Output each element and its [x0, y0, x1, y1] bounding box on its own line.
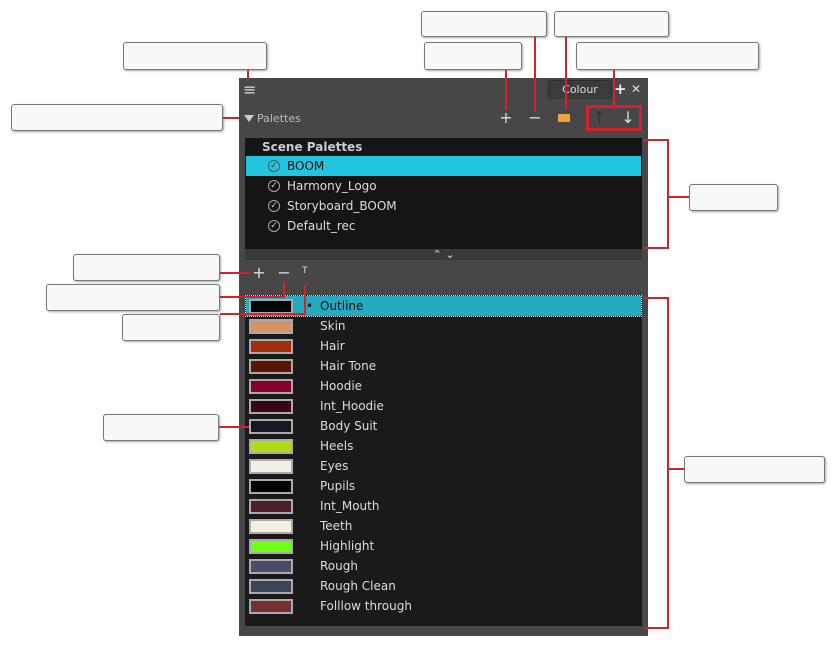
palette-name: Default_rec: [287, 219, 356, 233]
colour-name: Heels: [320, 439, 354, 453]
palette-name: Storyboard_BOOM: [287, 199, 397, 213]
colour-item[interactable]: Heels: [246, 436, 641, 456]
colour-item[interactable]: Teeth: [246, 516, 641, 536]
move-palette-down-button[interactable]: ↓: [621, 108, 635, 127]
palette-item[interactable]: ✓ Storyboard_BOOM: [246, 196, 641, 216]
callout-add-colour: [73, 254, 220, 281]
colour-swatch[interactable]: [249, 519, 293, 534]
colour-name: Hoodie: [320, 379, 363, 393]
chevron-down-icon[interactable]: ⌄: [445, 248, 455, 261]
colour-item[interactable]: Folllow through: [246, 596, 641, 616]
palette-name: BOOM: [287, 159, 325, 173]
colour-swatch[interactable]: [249, 399, 293, 414]
chevron-up-icon[interactable]: ⌃: [432, 248, 442, 261]
rename-colour-button[interactable]: T: [302, 266, 308, 276]
colour-name: Hair: [320, 339, 345, 353]
colour-swatch[interactable]: [249, 479, 293, 494]
triangle-down-icon: [244, 115, 254, 122]
callout-swatch: [103, 414, 219, 441]
check-icon[interactable]: ✓: [268, 200, 280, 212]
check-icon[interactable]: ✓: [268, 220, 280, 232]
callout-palettes-toggle: [11, 104, 223, 131]
add-view-icon[interactable]: +: [614, 80, 627, 98]
scene-palettes-header: Scene Palettes: [262, 140, 363, 154]
colour-item[interactable]: Rough Clean: [246, 576, 641, 596]
callout-colour-list: [684, 456, 825, 483]
add-colour-button[interactable]: +: [252, 263, 266, 282]
colour-name: Body Suit: [320, 419, 378, 433]
colour-item[interactable]: Int_Hoodie: [246, 396, 641, 416]
colour-name: Skin: [320, 319, 346, 333]
colour-swatch[interactable]: [249, 359, 293, 374]
colour-swatch[interactable]: [249, 539, 293, 554]
close-icon[interactable]: ✕: [631, 82, 642, 96]
colour-swatch[interactable]: [249, 299, 293, 314]
colour-item[interactable]: Body Suit: [246, 416, 641, 436]
colour-swatch[interactable]: [249, 459, 293, 474]
colour-swatch[interactable]: [249, 559, 293, 574]
colour-swatch[interactable]: [249, 439, 293, 454]
colour-name: Int_Mouth: [320, 499, 380, 513]
palette-browser-folder-icon[interactable]: [558, 114, 570, 122]
colour-name: Hair Tone: [320, 359, 377, 373]
callout-remove-colour: [46, 284, 220, 311]
tab-colour[interactable]: Colour: [548, 80, 612, 99]
new-palette-button[interactable]: +: [499, 108, 513, 127]
colour-name: Pupils: [320, 479, 356, 493]
colour-swatch[interactable]: [249, 419, 293, 434]
move-palette-up-button[interactable]: ↑: [592, 108, 606, 127]
colour-name: Folllow through: [320, 599, 412, 613]
palette-item[interactable]: ✓ Harmony_Logo: [246, 176, 641, 196]
colour-item[interactable]: • Outline: [245, 295, 642, 317]
palettes-label: Palettes: [257, 112, 301, 125]
colour-item[interactable]: Pupils: [246, 476, 641, 496]
colour-item[interactable]: Highlight: [246, 536, 641, 556]
callout-palette-browser: [554, 11, 669, 37]
callout-menu: [123, 42, 267, 70]
palette-list: Scene Palettes ✓ BOOM ✓ Harmony_Logo ✓ Storyb…: [245, 138, 642, 260]
colour-swatch[interactable]: [249, 499, 293, 514]
palette-item[interactable]: ✓ BOOM: [246, 156, 641, 176]
check-icon[interactable]: ✓: [268, 180, 280, 192]
colour-swatch[interactable]: [249, 379, 293, 394]
colour-item[interactable]: Int_Mouth: [246, 496, 641, 516]
check-icon[interactable]: ✓: [268, 160, 280, 172]
colour-swatch[interactable]: [249, 599, 293, 614]
callout-move-palette: [576, 42, 759, 70]
colour-item[interactable]: Hair: [246, 336, 641, 356]
callout-remove-palette: [421, 11, 547, 37]
colour-name: Outline: [320, 299, 364, 313]
colour-swatch[interactable]: [249, 319, 293, 334]
palettes-toggle[interactable]: Palettes: [244, 112, 301, 125]
palette-list-splitter[interactable]: ⌃ ⌄: [245, 249, 642, 260]
palette-name: Harmony_Logo: [287, 179, 377, 193]
menu-icon[interactable]: ≡: [243, 80, 257, 99]
colour-swatch[interactable]: [249, 339, 293, 354]
colour-name: Highlight: [320, 539, 375, 553]
palette-item[interactable]: ✓ Default_rec: [246, 216, 641, 236]
bullet-icon: •: [306, 299, 314, 313]
colour-item[interactable]: Eyes: [246, 456, 641, 476]
callout-rename-colour: [122, 314, 220, 341]
colour-name: Int_Hoodie: [320, 399, 384, 413]
colour-item[interactable]: Skin: [246, 316, 641, 336]
colour-name: Rough: [320, 559, 358, 573]
callout-palette-list: [689, 184, 778, 211]
callout-new-palette: [424, 42, 522, 70]
colour-name: Eyes: [320, 459, 349, 473]
colour-swatch[interactable]: [249, 579, 293, 594]
colour-item[interactable]: Hoodie: [246, 376, 641, 396]
colour-name: Teeth: [320, 519, 353, 533]
remove-colour-button[interactable]: −: [277, 263, 291, 282]
colour-name: Rough Clean: [320, 579, 396, 593]
remove-palette-button[interactable]: −: [528, 108, 542, 127]
colour-item[interactable]: Hair Tone: [246, 356, 641, 376]
colour-item[interactable]: Rough: [246, 556, 641, 576]
